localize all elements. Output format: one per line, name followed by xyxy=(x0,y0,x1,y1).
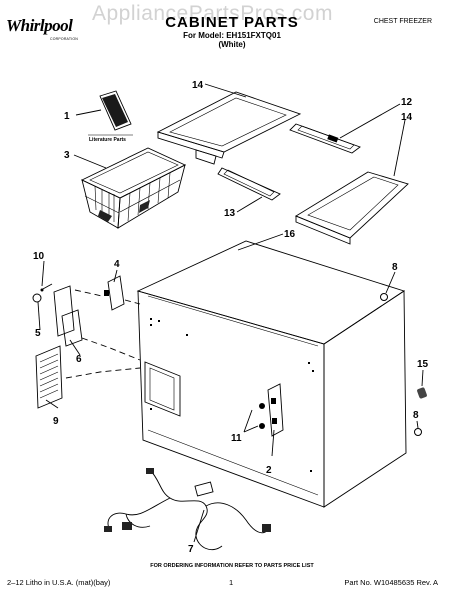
callout-16: 16 xyxy=(284,229,296,240)
part-grille xyxy=(35,345,63,409)
callout-9: 9 xyxy=(53,416,59,427)
footer-page-number: 1 xyxy=(229,578,234,587)
callout-6: 6 xyxy=(76,354,82,365)
callout-10: 10 xyxy=(33,251,45,262)
callout-8-upper: 8 xyxy=(392,262,398,273)
part-control-group xyxy=(32,275,125,347)
model-line: For Model: EH151FXTQ01 xyxy=(183,31,281,40)
part-cabinet xyxy=(136,240,407,508)
brand-sub: CORPORATION xyxy=(50,37,78,41)
part-rail-right xyxy=(295,171,409,245)
page-title: CABINET PARTS xyxy=(165,14,299,31)
callout-13: 13 xyxy=(224,208,236,219)
callout-2: 2 xyxy=(266,465,272,476)
footer-litho: 2–12 Litho in U.S.A. (mat)(bay) xyxy=(7,578,111,587)
brand-name: Whirlpool xyxy=(6,16,73,35)
callout-7: 7 xyxy=(188,544,194,555)
callout-4: 4 xyxy=(114,259,120,270)
callout-11: 11 xyxy=(231,433,242,444)
callout-12: 12 xyxy=(401,97,413,108)
callout-8-lower: 8 xyxy=(413,410,419,421)
part-bracket xyxy=(259,383,284,437)
connector-lines xyxy=(65,289,141,379)
callouts: 1 2 3 4 5 6 7 8 8 9 10 11 12 13 14 14 15… xyxy=(33,80,429,555)
part-strip-13 xyxy=(217,167,281,201)
callout-15: 15 xyxy=(417,359,429,370)
callout-5: 5 xyxy=(35,328,41,339)
watermark: AppliancePartsPros.com xyxy=(92,2,333,25)
part-literature: Literature Parts xyxy=(88,90,133,143)
product-type: CHEST FREEZER xyxy=(373,18,432,25)
callout-14-right: 14 xyxy=(401,112,413,123)
footer-part-number: Part No. W10485635 Rev. A xyxy=(344,578,438,587)
ordering-note: FOR ORDERING INFORMATION REFER TO PARTS … xyxy=(150,563,314,569)
leader-lines xyxy=(37,83,424,543)
color-line: (White) xyxy=(218,40,246,49)
part-basket xyxy=(80,147,187,229)
part-fasteners xyxy=(380,293,427,436)
callout-3: 3 xyxy=(64,150,70,161)
callout-1: 1 xyxy=(64,111,70,122)
literature-label: Literature Parts xyxy=(89,137,126,143)
part-rail-upper xyxy=(156,91,302,165)
callout-14-upper: 14 xyxy=(192,80,204,91)
part-breaker-strip xyxy=(289,123,361,154)
whirlpool-logo: Whirlpool CORPORATION xyxy=(6,10,92,46)
part-wire-harness xyxy=(104,468,271,550)
